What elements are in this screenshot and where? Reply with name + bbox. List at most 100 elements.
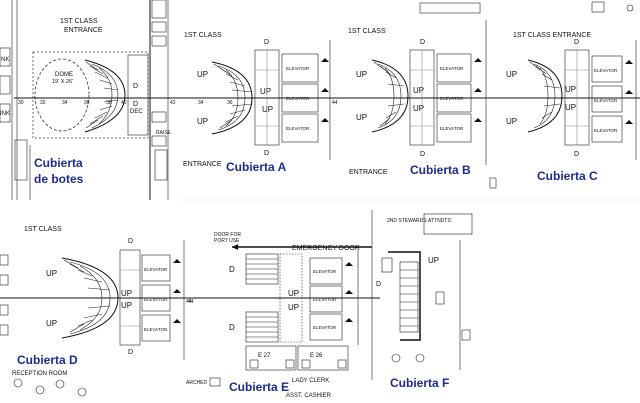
deck-a-elevator-2: ELEVATOR [286,96,310,101]
deck-a-elevator-3: ELEVATOR [286,126,310,131]
deck-b-elevator-3: ELEVATOR [440,126,464,131]
deck-d-frame-44: 44 [188,299,194,305]
deck-a-elevator-1: ELEVATOR [286,66,310,71]
deck-b-elevator-1: ELEVATOR [440,66,464,71]
deck-c-staircase [527,59,563,133]
deck-d-left-furniture [0,254,87,397]
deck-e-frame-44: 44 [186,299,192,305]
deck-a-door-top: D [264,39,269,46]
deck-a-door-bottom: D [264,150,269,157]
deck-b-door-bottom: D [420,151,425,158]
dome-size: 19' X 26' [52,79,73,85]
deck-d-up-label-2: UP [46,319,57,328]
deck-b-panel: 1ST CLASS ENTRANCE UP UP UP UP D D ELEVA… [340,2,497,189]
deck-c-elevator-1: ELEVATOR [594,68,618,73]
deck-e-asst-cashier: ASST. CASHIER [286,393,332,399]
dome-label: DOME [55,72,73,78]
boat-staircase [84,59,126,133]
boat-deck-caption-line2: de botes [34,172,84,186]
deck-e-up-label: UP [288,289,299,298]
deck-e-emergency-door: EMERGENCY DOOR [292,245,360,252]
deck-b-class-label: 1ST CLASS [348,28,386,35]
deck-c-panel: 1ST CLASS ENTRANCE UP UP UP UP D D ELEVA… [495,1,640,183]
deck-f-attendants: ATTNDTS' [428,218,452,224]
deck-b-up-label-3: UP [413,86,424,95]
boat-deck-class-label: 1ST CLASS [60,18,98,25]
deck-c-up-label-2: UP [506,117,517,126]
deck-e-panel: DOOR FOR PORT USE EMERGENCY DOOR 44 D D … [186,232,380,399]
deck-d-up-label: UP [46,269,57,278]
deck-f-stewards: 2ND STEWARDS [387,218,427,224]
frame-40: 40 [121,100,127,106]
deck-c-up-label-3: UP [565,85,576,94]
deck-e-door-for: DOOR FOR [214,232,241,238]
deck-a-up-label-3: UP [260,87,271,96]
deck-a-frame-36: 36 [227,100,233,106]
boat-ink-1: NK [1,57,9,63]
deck-e-cabin-e27: E 27 [258,353,271,359]
deck-f-stairs [381,251,421,341]
frame-42: 42 [170,100,176,106]
deck-f-panel: 2ND STEWARDS ATTNDTS' UP D Cubierta F [371,210,473,390]
deck-b-up-label-2: UP [356,113,367,122]
deck-d-door-top: D [128,238,133,245]
deck-d-elevators: ELEVATOR ELEVATOR ELEVATOR [141,254,181,342]
deck-c-class-label: 1ST CLASS ENTRANCE [513,32,591,39]
deck-a-caption: Cubierta A [226,160,287,174]
deck-a-frame-44: 44 [332,100,338,106]
deck-e-lady-clerk: LADY CLERK [292,378,329,384]
deck-e-up-label-2: UP [288,303,299,312]
deck-a-elevators: ELEVATOR ELEVATOR ELEVATOR [281,53,329,143]
deck-a-up-label: UP [197,70,208,79]
deck-d-staircase [61,257,119,339]
boat-deck-panel: NK INK 1ST CLASS ENTRANCE DOME 19' X 26'… [0,0,180,200]
deck-c-up-label: UP [506,70,517,79]
deck-d-panel: 1ST CLASS 44 UP UP UP UP D D [0,226,205,397]
boat-door-label-2: D [133,101,138,108]
deck-b-entrance-label: ENTRANCE [349,169,388,176]
frame-30: 30 [18,100,24,106]
deck-d-up-label-3: UP [121,289,132,298]
deck-e-door-label-2: D [229,323,235,332]
deck-a-up-label-4: UP [262,105,273,114]
deck-a-frame-34: 34 [198,100,204,106]
boat-deck-entrance-label: ENTRANCE [64,27,103,34]
deck-f-up-label: UP [428,256,439,265]
deck-e-elevator-3: ELEVATOR [313,325,337,330]
frame-32: 32 [40,100,46,106]
deck-b-up-label: UP [356,70,367,79]
deck-e-caption: Cubierta E [229,380,289,394]
deck-e-elevators: ELEVATOR ELEVATOR ELEVATOR [309,257,353,341]
deck-c-caption: Cubierta C [537,169,598,183]
deck-c-elevator-2: ELEVATOR [594,98,618,103]
boat-dec-label: DEC [130,109,143,115]
deck-b-caption: Cubierta B [410,163,471,177]
deck-d-door-bottom: D [128,349,133,356]
deck-c-up-label-4: UP [565,103,576,112]
boat-deck-caption-line1: Cubierta [34,156,83,170]
deck-c-elevator-3: ELEVATOR [594,128,618,133]
frame-38: 38 [106,100,112,106]
deck-d-elevator-1: ELEVATOR [144,267,168,272]
deck-a-panel: 1ST CLASS ENTRANCE 34 36 44 UP UP UP UP … [180,32,340,174]
deck-e-port-use: PORT USE [214,238,240,244]
frame-34: 34 [62,100,68,106]
deck-d-elevator-2: ELEVATOR [144,297,168,302]
deck-a-class-label: 1ST CLASS [184,32,222,39]
deck-a-entrance-label: ENTRANCE [183,161,222,168]
deck-b-door-top: D [420,39,425,46]
deck-d-elevator-3: ELEVATOR [144,327,168,332]
deck-c-elevators: ELEVATOR ELEVATOR ELEVATOR [591,55,633,143]
deck-e-cabin-e26: E 26 [310,353,323,359]
frame-36: 36 [84,100,90,106]
deck-d-caption: Cubierta D [17,353,78,367]
deck-f-door-label: D [376,281,381,288]
boat-door-label: D [133,83,138,90]
deck-a-staircase [211,61,253,135]
deck-b-elevators: ELEVATOR ELEVATOR ELEVATOR [436,53,482,143]
deck-c-door-top: D [574,39,579,46]
deck-c-door-bottom: D [574,151,579,158]
boat-ink-2: INK [0,111,10,117]
boat-raise-label: RAISE [156,130,172,136]
